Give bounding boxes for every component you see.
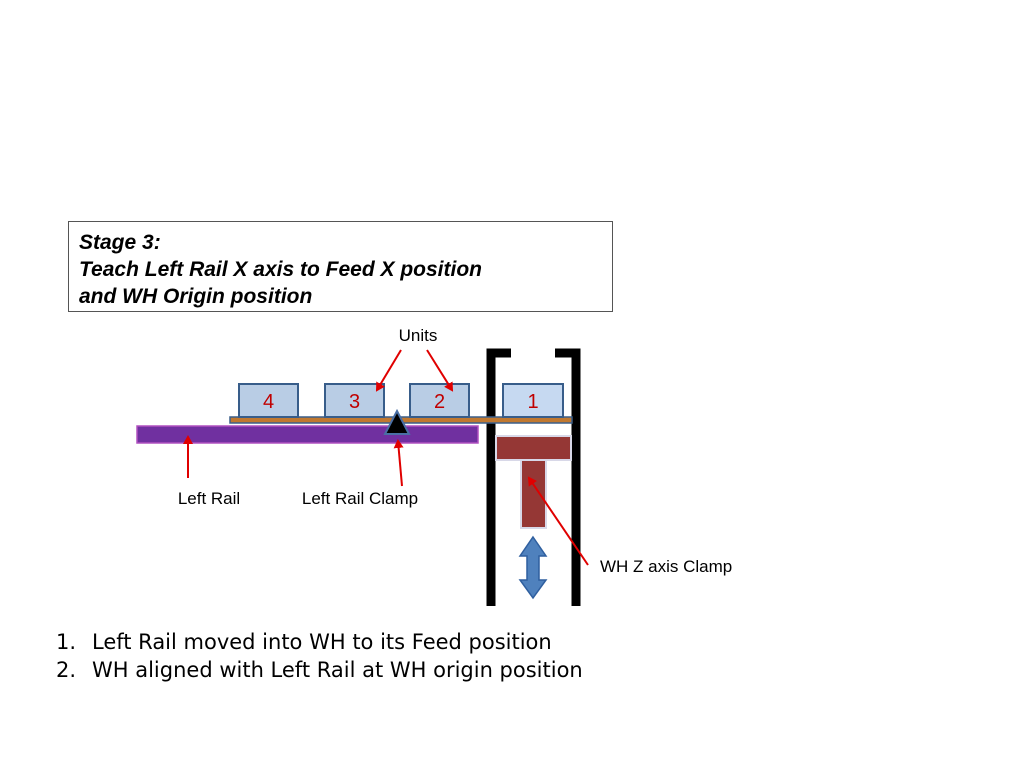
unit-4-box — [238, 383, 299, 418]
units-arrow-to-unit-2 — [426, 349, 454, 392]
wh-clamp-head — [495, 435, 572, 461]
wh-clamp-arrow — [527, 476, 589, 566]
unit-3-number: 3 — [349, 391, 360, 413]
unit-2-number: 2 — [434, 391, 445, 413]
wh-frame-left-bracket — [486, 348, 511, 606]
stage-title-line-3: and WH Origin position — [79, 285, 313, 308]
step-text-1: Left Rail moved into WH to its Feed posi… — [92, 630, 552, 654]
units-label: Units — [399, 326, 438, 345]
step-text-2: WH aligned with Left Rail at WH origin p… — [92, 658, 583, 682]
left-rail-clamp-arrow — [393, 439, 404, 487]
stage-title-line-1: Stage 3: — [79, 231, 161, 254]
wh-z-axis-clamp-label: WH Z axis Clamp — [600, 557, 732, 576]
unit-4: 4 — [238, 383, 299, 418]
stage-title-line-2: Teach Left Rail X axis to Feed X positio… — [79, 258, 482, 281]
unit-2: 2 — [409, 383, 470, 418]
unit-3-box — [324, 383, 385, 418]
unit-3: 3 — [324, 383, 385, 418]
stage-title-box: Stage 3: Teach Left Rail X axis to Feed … — [68, 221, 613, 312]
wh-frame-right-bracket — [555, 348, 581, 606]
step-number-1: 1. — [56, 630, 77, 654]
z-axis-double-arrow-icon — [518, 535, 548, 600]
steps-list: 1. Left Rail moved into WH to its Feed po… — [56, 628, 583, 684]
wh-clamp-stem — [520, 459, 547, 529]
units-arrow-to-unit-3 — [375, 349, 402, 392]
step-item-2: 2. WH aligned with Left Rail at WH origin… — [56, 656, 583, 684]
left-rail-clamp-triangle — [383, 408, 411, 435]
unit-1-number: 1 — [527, 391, 538, 413]
step-number-2: 2. — [56, 658, 77, 682]
unit-1-box — [502, 383, 564, 418]
unit-2-box — [409, 383, 470, 418]
unit-4-number: 4 — [263, 391, 274, 413]
left-rail-label: Left Rail — [178, 489, 240, 508]
unit-1: 1 — [502, 383, 564, 418]
step-item-1: 1. Left Rail moved into WH to its Feed po… — [56, 628, 583, 656]
left-rail-clamp-label: Left Rail Clamp — [302, 489, 418, 508]
